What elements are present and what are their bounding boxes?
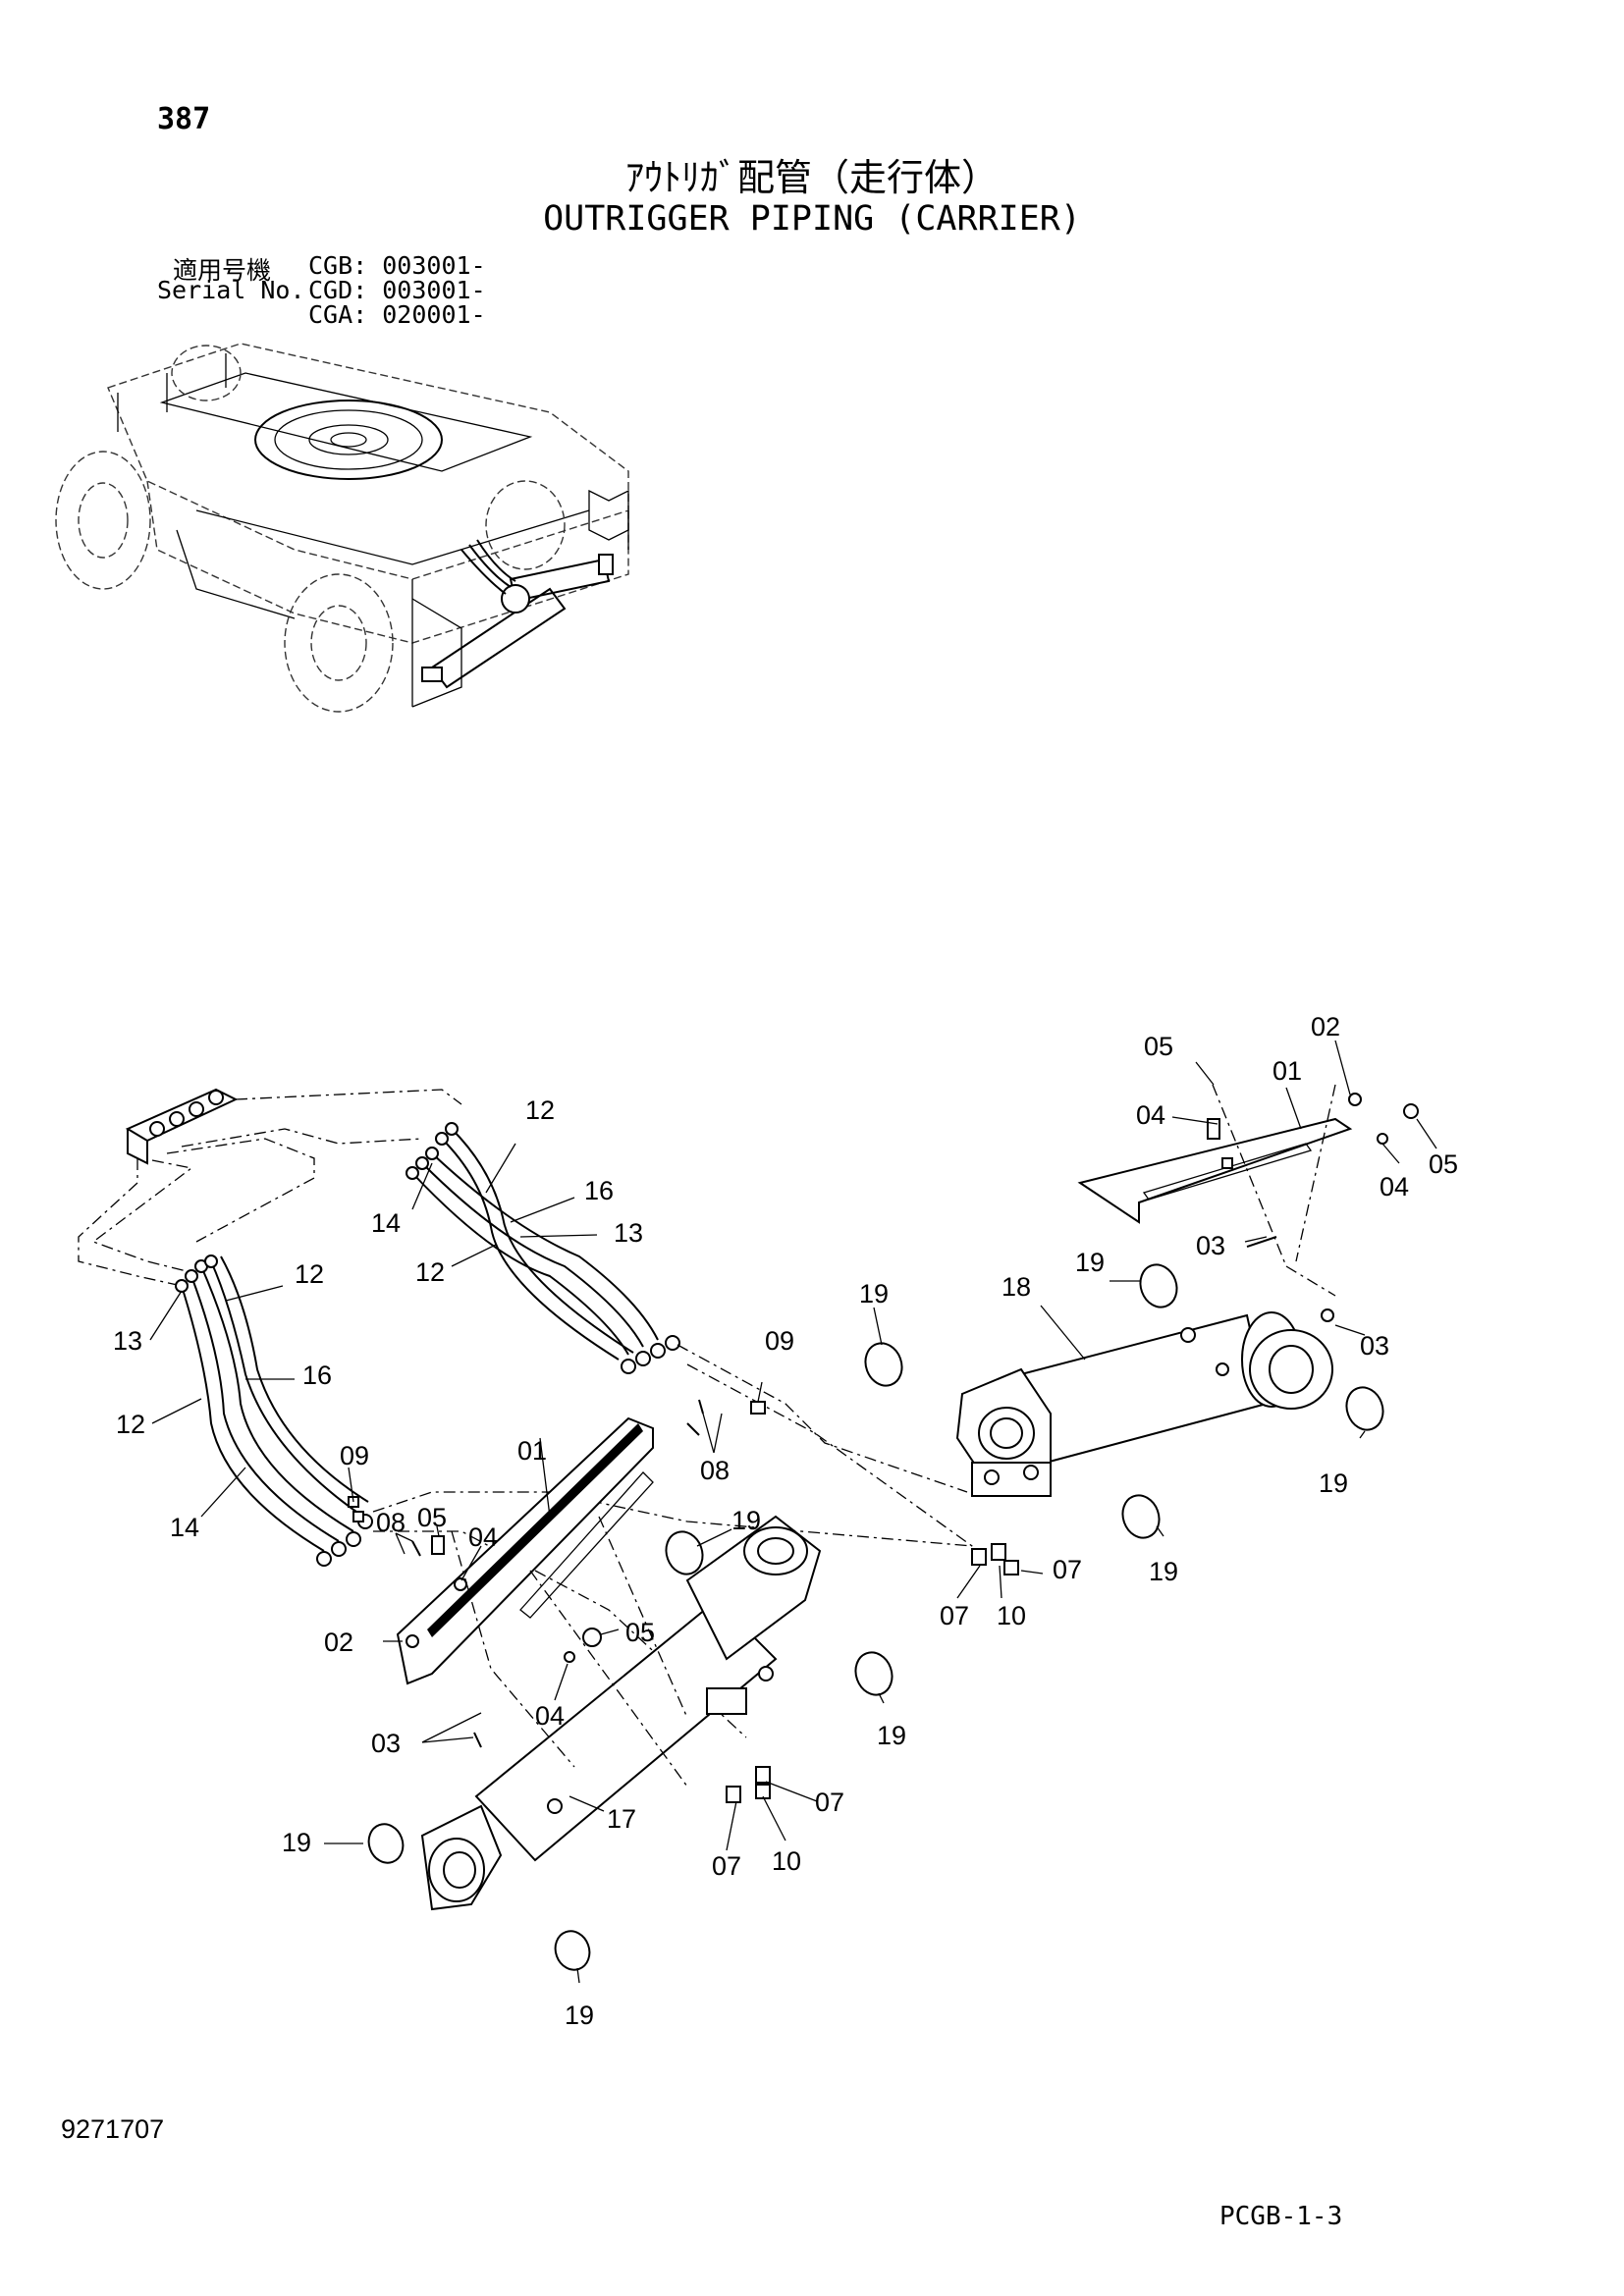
callout-label: 09 xyxy=(340,1441,369,1470)
callout-label: 07 xyxy=(1053,1555,1082,1584)
callout-label: 05 xyxy=(1144,1032,1173,1061)
callout-label: 12 xyxy=(415,1257,445,1287)
serial-code: CGA: 020001- xyxy=(308,300,486,329)
callout-label: 18 xyxy=(1001,1272,1031,1302)
callout-label: 05 xyxy=(417,1503,447,1532)
title-japanese: ｱｳﾄﾘｶﾞ配管（走行体） xyxy=(624,156,999,199)
callout-label: 05 xyxy=(1429,1149,1458,1179)
o-rings xyxy=(367,1263,1384,1971)
callout-label: 07 xyxy=(815,1788,844,1817)
fittings xyxy=(348,1093,1419,1803)
callout-label: 04 xyxy=(468,1522,498,1552)
page-number: 387 xyxy=(157,102,211,136)
callout-label: 19 xyxy=(731,1506,761,1535)
callout-label: 03 xyxy=(1196,1231,1225,1260)
callout-label: 03 xyxy=(1360,1331,1389,1361)
callout-label: 19 xyxy=(565,2001,594,2030)
callout-label: 13 xyxy=(614,1218,643,1248)
callout-label: 01 xyxy=(517,1436,547,1466)
callout-label: 12 xyxy=(116,1410,145,1439)
part-callouts: 05 02 01 04 04 05 03 19 18 03 19 19 09 0… xyxy=(113,1012,1458,2030)
carrier-frame xyxy=(55,343,629,713)
callout-label: 10 xyxy=(772,1846,801,1876)
outrigger-cylinder-upper xyxy=(955,1311,1333,1497)
overview-outrigger-cylinders xyxy=(421,539,614,689)
callout-label: 04 xyxy=(1380,1172,1409,1201)
serial-code: CGD: 003001- xyxy=(308,276,486,304)
leader-lines xyxy=(149,1040,1437,1984)
callout-label: 12 xyxy=(295,1259,324,1289)
callout-label: 04 xyxy=(1136,1100,1165,1130)
cover-plate-lower xyxy=(396,1416,688,1788)
callout-label: 19 xyxy=(282,1828,311,1857)
callout-label: 14 xyxy=(170,1513,199,1542)
serial-label-japanese: 適用号機 xyxy=(173,256,272,285)
callout-label: 02 xyxy=(324,1628,353,1657)
callout-label: 07 xyxy=(712,1851,741,1881)
outrigger-cylinder-lower xyxy=(420,1515,822,1911)
title-english: OUTRIGGER PIPING (CARRIER) xyxy=(543,199,1081,239)
callout-label: 17 xyxy=(607,1804,636,1834)
serial-code: CGB: 003001- xyxy=(308,251,486,280)
callout-label: 13 xyxy=(113,1326,142,1356)
callout-label: 19 xyxy=(859,1279,889,1308)
cover-plate-upper xyxy=(1077,1084,1353,1297)
upper-hose-bundle xyxy=(406,1122,983,1562)
callout-label: 04 xyxy=(535,1701,565,1731)
callout-label: 16 xyxy=(302,1361,332,1390)
page-code: PCGB-1-3 xyxy=(1219,2202,1343,2231)
callout-label: 09 xyxy=(765,1326,794,1356)
document-number: 9271707 xyxy=(61,2114,165,2144)
callout-label: 08 xyxy=(376,1508,406,1537)
callout-label: 12 xyxy=(525,1095,555,1125)
callout-label: 19 xyxy=(1075,1248,1105,1277)
callout-label: 03 xyxy=(371,1729,401,1758)
callout-label: 14 xyxy=(371,1208,401,1238)
callout-label: 16 xyxy=(584,1176,614,1205)
serial-label-english: Serial No. xyxy=(157,276,305,304)
callout-label: 19 xyxy=(1149,1557,1178,1586)
callout-label: 02 xyxy=(1311,1012,1340,1041)
control-block xyxy=(78,1088,462,1287)
callout-label: 10 xyxy=(997,1601,1026,1630)
callout-label: 01 xyxy=(1272,1056,1302,1086)
callout-label: 07 xyxy=(940,1601,969,1630)
callout-label: 08 xyxy=(700,1456,730,1485)
callout-label: 19 xyxy=(877,1721,906,1750)
callout-label: 05 xyxy=(625,1618,655,1647)
callout-label: 19 xyxy=(1319,1468,1348,1498)
